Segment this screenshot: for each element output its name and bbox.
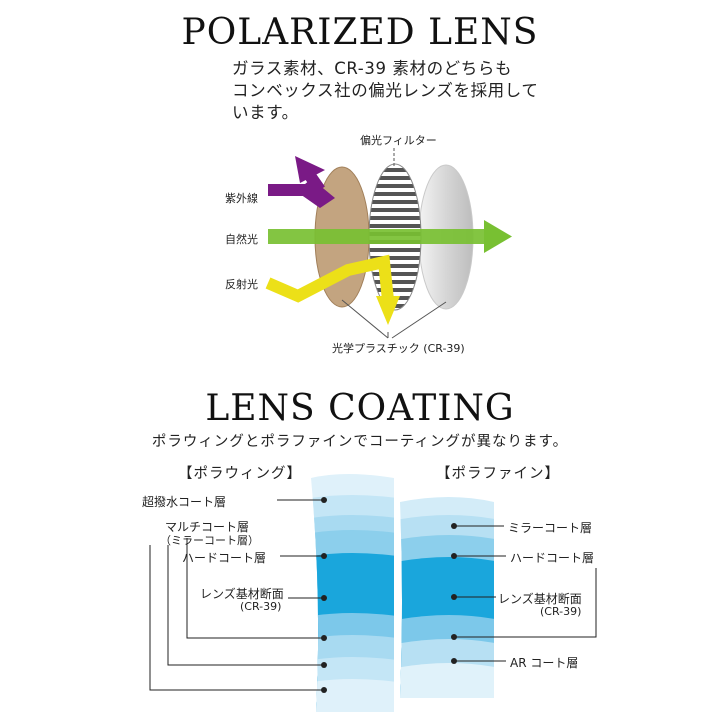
natural-light-ray [268,220,512,253]
ar-coat-label: AR コート層 [510,656,579,670]
coating-subtitle: ポラウィングとポラファインでコーティングが異なります。 [151,434,569,450]
description-line-2: コンベックス社の偏光レンズを採用して [232,81,539,100]
reflected-light-label: 反射光 [225,278,258,291]
polafine-cross-section [400,497,494,698]
polafine-leader-dots [451,523,457,664]
multi-coat-label: マルチコート層 [165,520,250,534]
polarized-title: POLARIZED LENS [181,12,539,53]
hydrophobic-coat-label: 超撥水コート層 [142,495,227,509]
mirror-coat-label: ミラーコート層 [508,521,593,535]
right-substrate-sublabel: (CR-39) [540,605,582,618]
polarized-description: ガラス素材、CR-39 素材のどちらも コンベックス社の偏光レンズを採用して い… [232,58,538,124]
left-substrate-label: レンズ基材断面 [200,587,284,601]
description-line-1: ガラス素材、CR-39 素材のどちらも [232,59,513,78]
right-substrate-label: レンズ基材断面 [498,592,582,606]
description-line-3: います。 [232,103,299,122]
polawing-cross-section [311,474,394,712]
polawing-leader-lines [149,499,324,691]
optical-plastic-label: 光学プラスチック (CR-39) [332,342,465,355]
polawing-leader-dots [321,497,327,693]
right-hard-coat-label: ハードコート層 [510,551,595,565]
polarizing-filter-label: 偏光フィルター [360,134,437,147]
polawing-header: 【ポラウィング】 [178,466,302,482]
polafine-header: 【ポラファイン】 [436,466,560,482]
left-hard-coat-label: ハードコート層 [182,551,267,565]
coating-title: LENS COATING [205,388,515,429]
reflected-light-ray [265,254,400,325]
plastic-leader-lines [341,299,447,339]
left-substrate-sublabel: (CR-39) [240,600,282,613]
polafine-leader-lines [454,525,597,662]
uv-ray [268,156,335,208]
uv-label: 紫外線 [225,192,258,205]
natural-light-label: 自然光 [225,233,258,246]
multi-coat-sublabel: （ミラーコート層） [160,534,259,547]
